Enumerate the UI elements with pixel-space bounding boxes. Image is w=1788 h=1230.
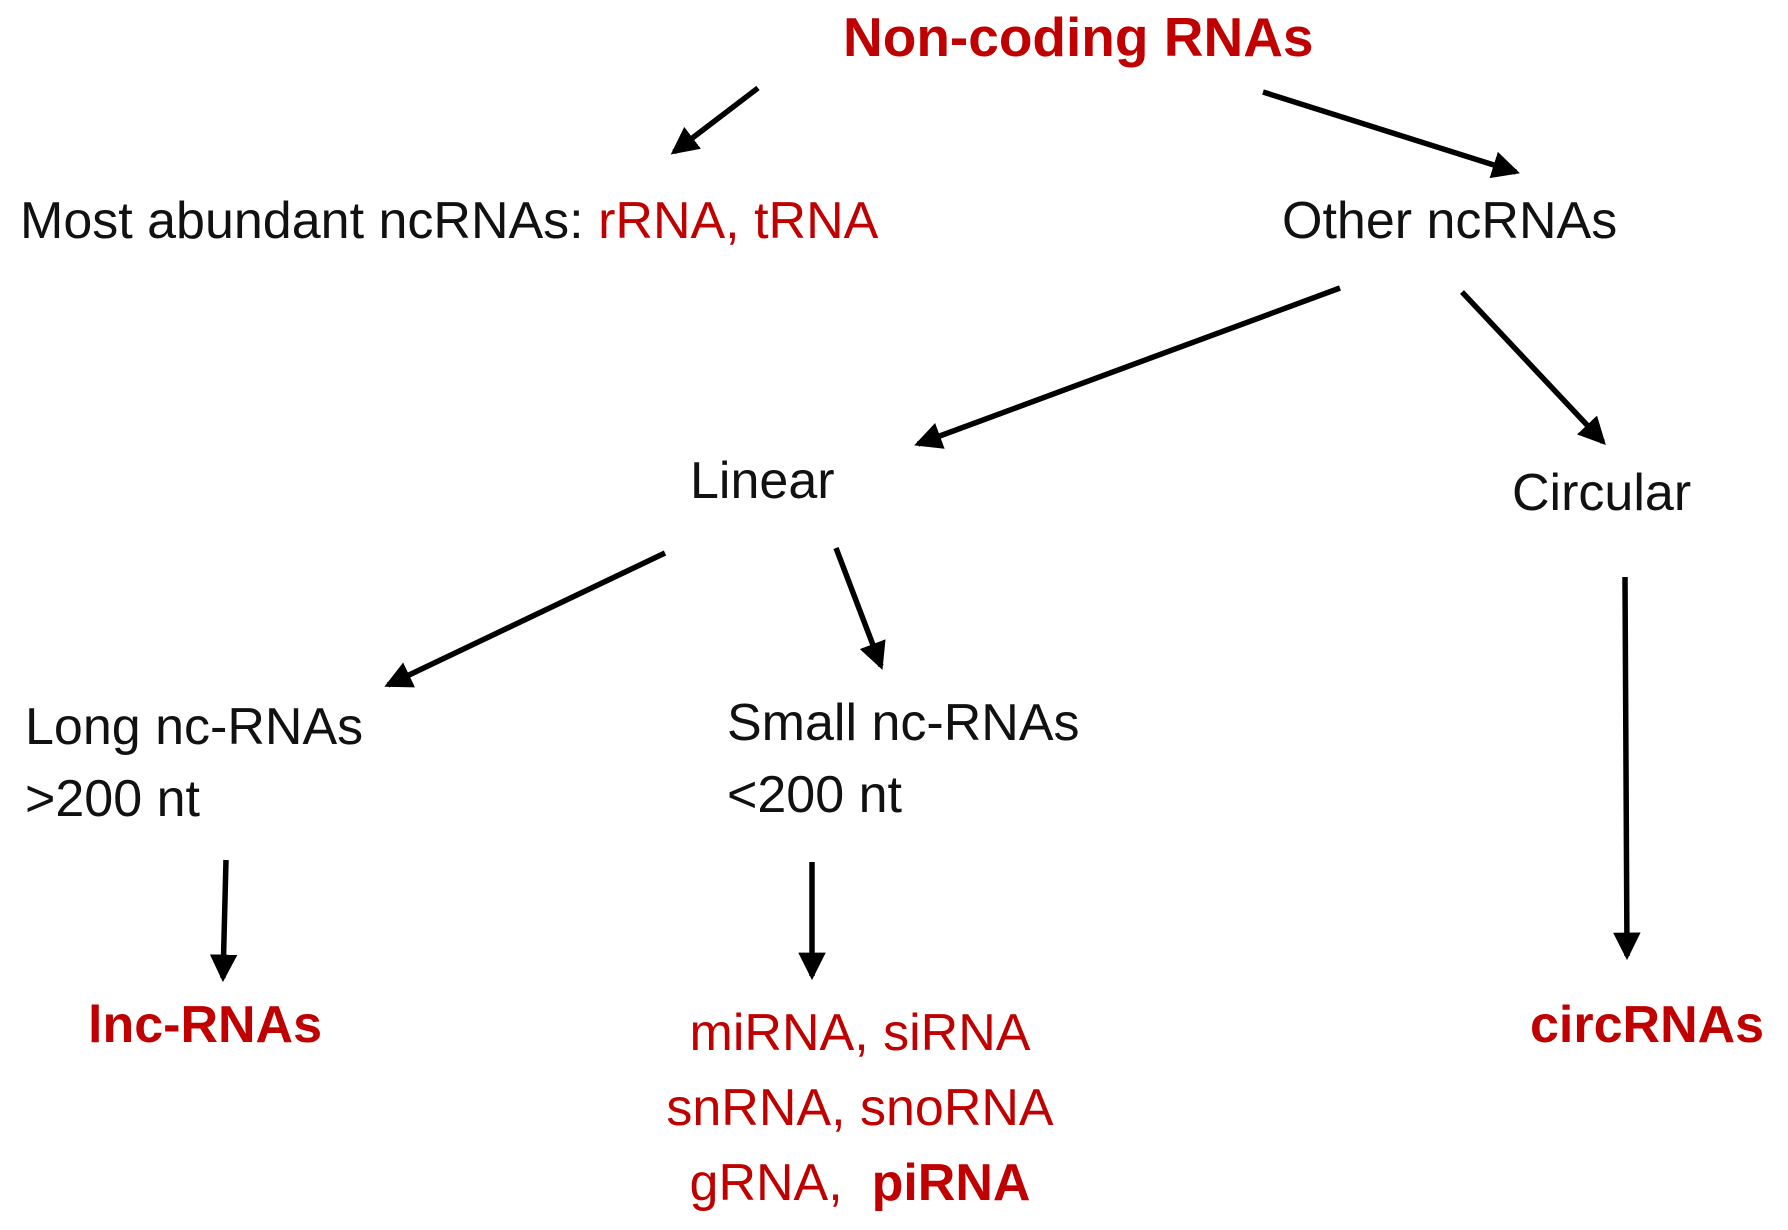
arrow-circular-to-circ	[1613, 576, 1641, 961]
lnc-rnas-node: lnc-RNAs	[88, 996, 323, 1054]
arrow-linear-to-small	[833, 547, 886, 670]
arrow-root-to-abundant	[670, 85, 760, 155]
arrow-other-to-circular	[1459, 290, 1606, 446]
small-members-line3-prefix: gRNA,	[689, 1153, 872, 1212]
long-ncrnas-size: >200 nt	[25, 769, 200, 828]
arrow-long-to-lnc	[209, 859, 238, 983]
small-ncrnas-node: Small nc-RNAs <200 nt	[727, 688, 1080, 832]
circ-rnas-node: circRNAs	[1530, 996, 1765, 1054]
long-ncrnas-title: Long nc-RNAs	[25, 698, 364, 756]
long-ncrnas-node: Long nc-RNAs >200 nt	[25, 692, 363, 836]
small-members-line3-emphasis: piRNA	[871, 1153, 1031, 1212]
linear-node: Linear	[690, 452, 835, 510]
most-abundant-highlight: rRNA, tRNA	[598, 192, 879, 250]
circular-node: Circular	[1512, 464, 1692, 522]
small-members-line2: snRNA, snoRNA	[666, 1078, 1054, 1137]
small-ncrnas-title: Small nc-RNAs	[727, 694, 1080, 752]
other-ncrnas-node: Other ncRNAs	[1282, 192, 1618, 250]
arrow-root-to-other	[1262, 89, 1520, 179]
most-abundant-label: Most abundant ncRNAs:	[20, 192, 599, 250]
small-members-line1: miRNA, siRNA	[689, 1004, 1031, 1062]
root-node-title: Non-coding RNAs	[843, 6, 1314, 68]
small-ncrna-members-node: miRNA, siRNA snRNA, snoRNA gRNA, piRNA	[620, 996, 1100, 1221]
arrow-linear-to-long	[384, 550, 667, 688]
most-abundant-node: Most abundant ncRNAs: rRNA, tRNA	[20, 192, 878, 252]
small-ncrnas-size: <200 nt	[727, 765, 902, 824]
arrow-other-to-linear	[914, 285, 1341, 449]
small-members-line3: gRNA, piRNA	[620, 1146, 1100, 1221]
